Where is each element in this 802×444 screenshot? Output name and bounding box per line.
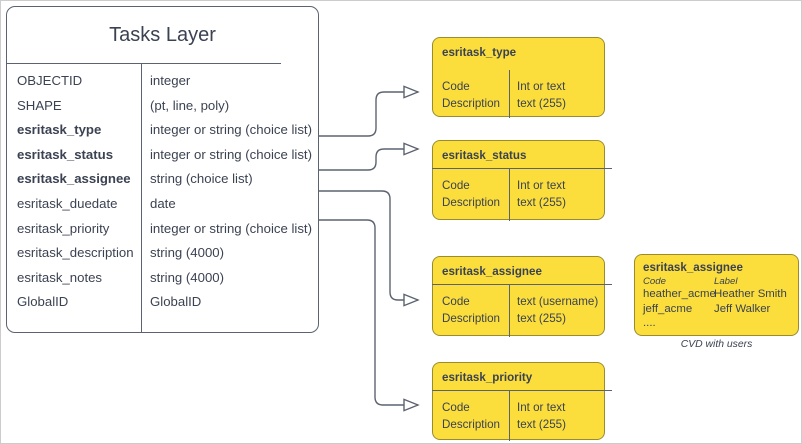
field-name: esritask_type bbox=[17, 122, 102, 138]
lookup-cell: Int or text bbox=[517, 80, 566, 93]
lookup-cell: Int or text bbox=[517, 401, 566, 414]
lookup-title-divider bbox=[432, 390, 612, 391]
lookup-esritask-type[interactable]: esritask_type Code Description Int or te… bbox=[432, 37, 605, 118]
lookup-esritask-assignee[interactable]: esritask_assignee Code Description text … bbox=[432, 256, 612, 337]
table-row[interactable]: GlobalID GlobalID bbox=[7, 294, 318, 319]
field-type: integer bbox=[150, 73, 191, 88]
field-name: esritask_assignee bbox=[17, 171, 131, 187]
field-type: string (choice list) bbox=[150, 171, 253, 187]
lookup-right-col: text (username) text (255) bbox=[517, 293, 598, 327]
field-name: esritask_description bbox=[17, 245, 134, 261]
entity-tasks-layer[interactable]: Tasks Layer OBJECTID integer SHAPE (pt, … bbox=[6, 6, 319, 333]
field-name: esritask_duedate bbox=[17, 195, 118, 211]
lookup-right-col: Int or text text (255) bbox=[517, 78, 566, 112]
lookup-cell: Description bbox=[442, 418, 500, 431]
lookup-left-col: Code Description bbox=[442, 78, 500, 112]
table-row[interactable]: esritask_status integer or string (choic… bbox=[7, 147, 318, 172]
field-name: SHAPE bbox=[17, 97, 62, 113]
field-name: esritask_notes bbox=[17, 269, 103, 285]
lookup-title: esritask_priority bbox=[442, 371, 533, 384]
lookup-column-divider bbox=[509, 169, 510, 221]
lookup-cell: Code bbox=[442, 179, 470, 192]
field-name: esritask_status bbox=[17, 146, 114, 162]
lookup-cell: text (255) bbox=[517, 312, 566, 325]
lookup-right-col: Int or text text (255) bbox=[517, 399, 566, 433]
cvd-caption: CVD with users bbox=[680, 339, 753, 350]
field-name: esritask_priority bbox=[17, 220, 110, 236]
connector-status bbox=[319, 149, 418, 171]
lookup-cell: Description bbox=[442, 97, 500, 110]
lookup-left-col: Code Description bbox=[442, 293, 500, 327]
lookup-title: esritask_type bbox=[442, 46, 517, 59]
lookup-left-col: Code Description bbox=[442, 177, 500, 211]
lookup-right-col: Int or text text (255) bbox=[517, 177, 566, 211]
lookup-column-divider bbox=[509, 391, 510, 441]
field-type: GlobalID bbox=[150, 294, 202, 310]
lookup-esritask-priority[interactable]: esritask_priority Code Description Int o… bbox=[432, 362, 612, 441]
field-type: string (4000) bbox=[150, 245, 225, 261]
lookup-cell: Code bbox=[442, 295, 470, 308]
lookup-cell: text (255) bbox=[517, 196, 566, 209]
lookup-cell: Code bbox=[442, 401, 470, 414]
cvd-code: jeff_acme bbox=[643, 303, 693, 315]
field-name: OBJECTID bbox=[17, 73, 83, 88]
lookup-title: esritask_assignee bbox=[442, 265, 542, 278]
cvd-header-code: Code bbox=[643, 276, 666, 287]
lookup-cell: text (username) bbox=[517, 295, 599, 308]
lookup-esritask-status[interactable]: esritask_status Code Description Int or … bbox=[432, 140, 612, 221]
lookup-title-divider bbox=[432, 284, 612, 285]
field-type: integer or string (choice list) bbox=[150, 146, 312, 162]
lookup-title-divider bbox=[432, 168, 612, 169]
cvd-code: heather_acme bbox=[643, 288, 716, 300]
connector-assignee bbox=[319, 190, 418, 300]
title-divider bbox=[7, 63, 281, 64]
field-type: integer or string (choice list) bbox=[150, 122, 312, 138]
lookup-left-col: Code Description bbox=[442, 399, 500, 433]
table-row[interactable]: SHAPE (pt, line, poly) bbox=[7, 98, 318, 123]
lookup-cell: Code bbox=[442, 80, 470, 93]
lookup-column-divider bbox=[509, 285, 510, 337]
connector-priority bbox=[319, 219, 418, 405]
column-divider bbox=[141, 63, 142, 332]
lookup-title: esritask_status bbox=[442, 149, 527, 162]
field-type: string (4000) bbox=[150, 269, 225, 285]
cvd-title: esritask_assignee bbox=[643, 261, 743, 274]
table-row[interactable]: esritask_notes string (4000) bbox=[7, 270, 318, 295]
lookup-column-divider bbox=[509, 70, 510, 118]
field-type: date bbox=[150, 195, 176, 211]
table-row[interactable]: esritask_assignee string (choice list) bbox=[7, 171, 318, 196]
page-title: Tasks Layer bbox=[109, 24, 216, 46]
cvd-label: Jeff Walker bbox=[714, 303, 771, 315]
cvd-label: Heather Smith bbox=[714, 288, 787, 300]
table-row[interactable]: OBJECTID integer bbox=[7, 73, 318, 98]
connector-type bbox=[319, 92, 418, 137]
field-list: OBJECTID integer SHAPE (pt, line, poly) … bbox=[7, 73, 318, 319]
table-row[interactable]: esritask_duedate date bbox=[7, 196, 318, 221]
field-type: (pt, line, poly) bbox=[150, 97, 230, 113]
lookup-cell: text (255) bbox=[517, 97, 566, 110]
lookup-cell: Description bbox=[442, 312, 500, 325]
table-row[interactable]: esritask_priority integer or string (cho… bbox=[7, 221, 318, 246]
cvd-assignee-values[interactable]: esritask_assignee Code Label heather_acm… bbox=[634, 254, 799, 336]
lookup-cell: Description bbox=[442, 196, 500, 209]
table-row[interactable]: esritask_type integer or string (choice … bbox=[7, 122, 318, 147]
field-type: integer or string (choice list) bbox=[150, 220, 312, 236]
cvd-ellipsis: .... bbox=[643, 317, 656, 329]
field-name: GlobalID bbox=[17, 294, 69, 310]
lookup-cell: text (255) bbox=[517, 418, 566, 431]
table-row[interactable]: esritask_description string (4000) bbox=[7, 245, 318, 270]
cvd-header-label: Label bbox=[714, 276, 738, 287]
lookup-cell: Int or text bbox=[517, 179, 566, 192]
